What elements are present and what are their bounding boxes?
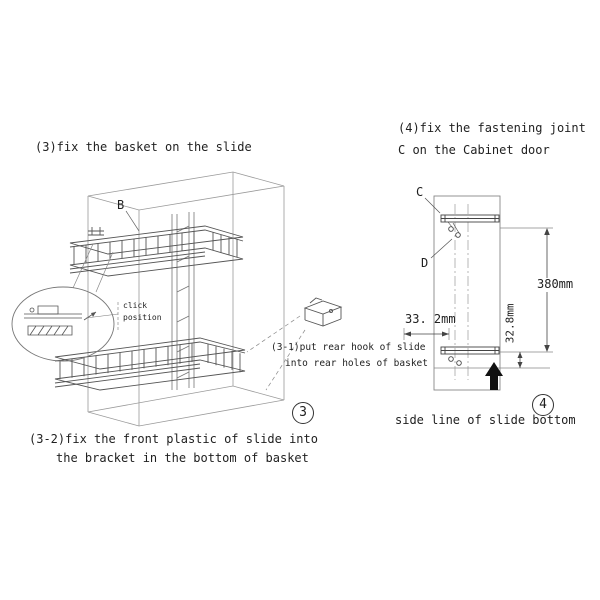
figure4-title-line1: (4)fix the fastening joint: [398, 121, 586, 135]
caption-3-2-line2: the bracket in the bottom of basket: [56, 451, 309, 465]
detail-bubble-ellipse: [11, 286, 115, 362]
dimension-33-2mm: [403, 328, 450, 340]
rear-hook-detail: [303, 297, 343, 327]
rear-hook-leaders: [246, 315, 306, 391]
label-c: C: [416, 185, 424, 199]
detail-bubble-content: [24, 305, 97, 336]
label-c-leader: [424, 197, 441, 214]
joint-c-top-bracket: [440, 214, 500, 238]
click-position-line2: position: [123, 313, 162, 322]
note-3-1-line2: into rear holes of basket: [285, 358, 428, 369]
lower-basket: [54, 337, 246, 391]
dim-32-8mm: 32.8mm: [503, 303, 517, 344]
figure4-title-line2: C on the Cabinet door: [398, 143, 550, 157]
joint-c-bottom-bracket: [440, 346, 500, 366]
label-b: B: [117, 198, 125, 212]
upper-basket: [69, 225, 244, 277]
dimension-32-8mm: [517, 352, 523, 368]
label-d: D: [421, 256, 429, 270]
cabinet-outline: [87, 171, 285, 427]
figure4-caption: side line of slide bottom: [395, 413, 576, 427]
door-panel: [433, 195, 501, 391]
label-d-leader: [430, 238, 453, 259]
detail-bubble: [11, 243, 119, 362]
caption-3-2-line1: (3-2)fix the front plastic of slide into: [29, 432, 318, 446]
dim-380mm: 380mm: [536, 277, 575, 292]
step-3-badge: 3: [292, 402, 314, 424]
step-4-badge: 4: [532, 394, 554, 416]
figure3-title: (3)fix the basket on the slide: [35, 140, 252, 154]
note-3-1-line1: (3-1)put rear hook of slide: [271, 342, 426, 353]
up-arrow-icon: [485, 362, 503, 390]
dim-33-2mm: 33. 2mm: [405, 312, 456, 326]
click-position-line1: click: [123, 301, 148, 310]
label-b-leader: [125, 210, 140, 232]
